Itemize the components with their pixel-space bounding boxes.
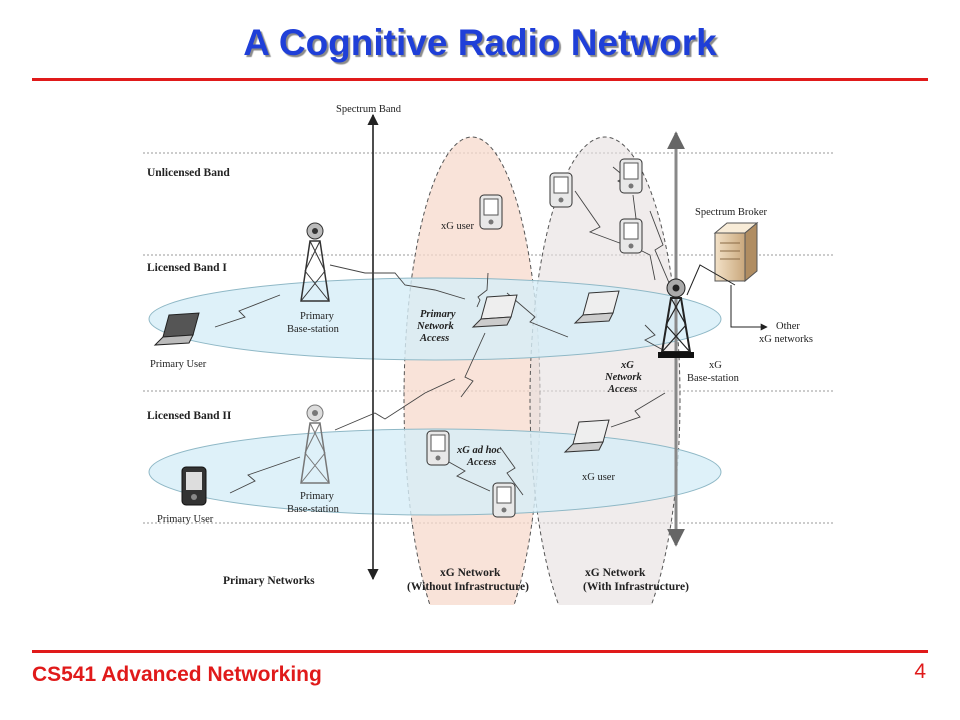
primary-base-station-1-label-line2: Base-station — [287, 324, 340, 335]
primary-base-station-2-label-line2: Base-station — [287, 504, 340, 515]
primary-networks-label: Primary Networks — [223, 575, 315, 587]
xg-base-station-label-line1: xG — [709, 360, 722, 371]
primary-network-access-label-line2: Network — [416, 321, 455, 332]
primary-user-1-label: Primary User — [150, 359, 207, 370]
primary-user-2-label: Primary User — [157, 514, 214, 525]
xg-network-access-label-line1: xG — [620, 360, 634, 371]
spectrum-broker-label: Spectrum Broker — [695, 207, 768, 218]
other-xg-networks-label-line1: Other — [776, 321, 800, 332]
primary-base-station-1 — [300, 222, 330, 302]
xg-network-with-infrastructure-subtitle: (With Infrastructure) — [583, 581, 689, 593]
other-xg-networks-label-line2: xG networks — [759, 334, 813, 345]
xg-network-without-infrastructure-subtitle: (Without Infrastructure) — [407, 581, 529, 593]
spectrum-broker-server — [713, 221, 759, 283]
licensed-band-1-label: Licensed Band I — [147, 262, 227, 274]
primary-base-station-2 — [300, 404, 330, 484]
primary-base-station-2-label-line1: Primary — [300, 491, 335, 502]
xg-adhoc-access-label-line2: Access — [466, 457, 496, 468]
xg-pda-infra-3 — [619, 218, 643, 254]
xg-adhoc-pda-1 — [426, 430, 450, 466]
xg-network-with-infrastructure-title: xG Network — [585, 567, 646, 579]
footer-course-title: CS541 Advanced Networking — [32, 663, 322, 686]
primary-user-1-laptop — [153, 312, 200, 346]
xg-laptop-primary-access — [471, 294, 518, 328]
page-number: 4 — [914, 660, 926, 683]
title-divider — [32, 78, 928, 81]
spectrum-band-label: Spectrum Band — [336, 104, 402, 115]
xg-user-label-infra: xG user — [582, 472, 615, 483]
unlicensed-band-label: Unlicensed Band — [147, 167, 230, 179]
licensed-band-1-disc — [148, 277, 722, 361]
xg-adhoc-access-label-line1: xG ad hoc — [456, 445, 502, 456]
primary-user-2-pda — [181, 466, 207, 506]
xg-pda-infra-2 — [619, 158, 643, 194]
cognitive-radio-diagram: Spectrum Band Unlicensed Band Licensed B… — [143, 104, 835, 605]
base-station-connections — [686, 264, 768, 331]
xg-pda-infra-1 — [549, 172, 573, 208]
xg-network-without-infrastructure-title: xG Network — [440, 567, 501, 579]
xg-base-station — [658, 278, 694, 358]
primary-network-access-label-line3: Access — [419, 333, 449, 344]
licensed-band-2-label: Licensed Band II — [147, 410, 232, 422]
xg-base-station-label-line2: Base-station — [687, 373, 740, 384]
slide-title: A Cognitive Radio Network — [243, 22, 717, 63]
primary-base-station-1-label-line1: Primary — [300, 311, 335, 322]
xg-laptop-infra-band2 — [563, 419, 610, 453]
xg-user-label-unlicensed: xG user — [441, 221, 474, 232]
xg-network-access-label-line2: Network — [604, 372, 643, 383]
footer-divider — [32, 650, 928, 653]
xg-network-without-infrastructure-region — [403, 136, 541, 605]
xg-adhoc-pda-2 — [492, 482, 516, 518]
xg-network-access-label-line3: Access — [607, 384, 637, 395]
primary-network-access-label-line1: Primary — [420, 309, 456, 320]
xg-user-pda-unlicensed — [479, 194, 503, 230]
xg-laptop-infra-band1 — [573, 290, 620, 324]
